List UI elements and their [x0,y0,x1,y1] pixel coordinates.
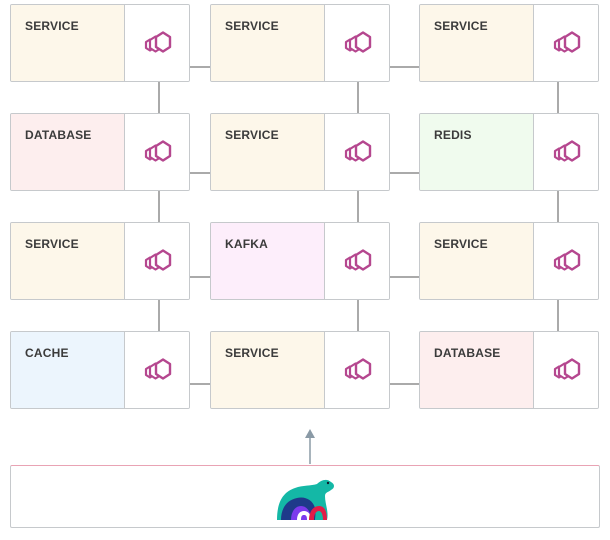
node-cache: CACHE [10,331,190,409]
node-label-pane: SERVICE [11,223,125,299]
node-redis: REDIS [419,113,599,191]
node-service: SERVICE [10,4,190,82]
envoy-proxy-icon [344,358,372,380]
node-label-pane: SERVICE [420,5,534,81]
node-label: SERVICE [25,237,79,251]
node-label: REDIS [434,128,472,142]
envoy-proxy-icon [344,249,372,271]
node-label-pane: DATABASE [420,332,534,408]
node-service: SERVICE [210,331,390,409]
node-label: KAFKA [225,237,268,251]
ingress-bar [10,465,600,528]
node-label-pane: SERVICE [211,332,325,408]
node-label-pane: KAFKA [211,223,325,299]
node-label: SERVICE [25,19,79,33]
envoy-proxy-icon [534,332,598,408]
envoy-proxy-icon [553,249,581,271]
envoy-proxy-icon [534,223,598,299]
node-database: DATABASE [419,331,599,409]
node-label: SERVICE [434,19,488,33]
envoy-proxy-icon [144,31,172,53]
envoy-proxy-icon [344,31,372,53]
node-label: DATABASE [25,128,92,142]
node-label-pane: REDIS [420,114,534,190]
envoy-proxy-icon [125,223,189,299]
envoy-proxy-icon [344,140,372,162]
node-label: SERVICE [225,19,279,33]
node-label: CACHE [25,346,69,360]
envoy-proxy-icon [553,358,581,380]
node-label-pane: SERVICE [211,5,325,81]
envoy-proxy-icon [144,358,172,380]
envoy-proxy-icon [144,249,172,271]
envoy-proxy-icon [325,114,389,190]
node-label-pane: SERVICE [211,114,325,190]
node-service: SERVICE [10,222,190,300]
node-label: SERVICE [434,237,488,251]
envoy-proxy-icon [553,31,581,53]
envoy-proxy-icon [325,5,389,81]
envoy-proxy-icon [534,5,598,81]
envoy-proxy-icon [325,332,389,408]
envoy-proxy-icon [125,114,189,190]
node-service: SERVICE [419,4,599,82]
node-label-pane: CACHE [11,332,125,408]
node-label-pane: SERVICE [11,5,125,81]
envoy-proxy-icon [534,114,598,190]
envoy-proxy-icon [325,223,389,299]
node-label-pane: DATABASE [11,114,125,190]
node-label: SERVICE [225,128,279,142]
node-label: SERVICE [225,346,279,360]
node-service: SERVICE [210,4,390,82]
node-service: SERVICE [210,113,390,191]
node-database: DATABASE [10,113,190,191]
node-service: SERVICE [419,222,599,300]
envoy-proxy-icon [553,140,581,162]
bear-logo-icon [277,479,334,520]
node-label-pane: SERVICE [420,223,534,299]
envoy-proxy-icon [125,5,189,81]
ingress-arrow-head [305,429,315,438]
node-kafka: KAFKA [210,222,390,300]
envoy-proxy-icon [144,140,172,162]
node-label: DATABASE [434,346,501,360]
envoy-proxy-icon [125,332,189,408]
